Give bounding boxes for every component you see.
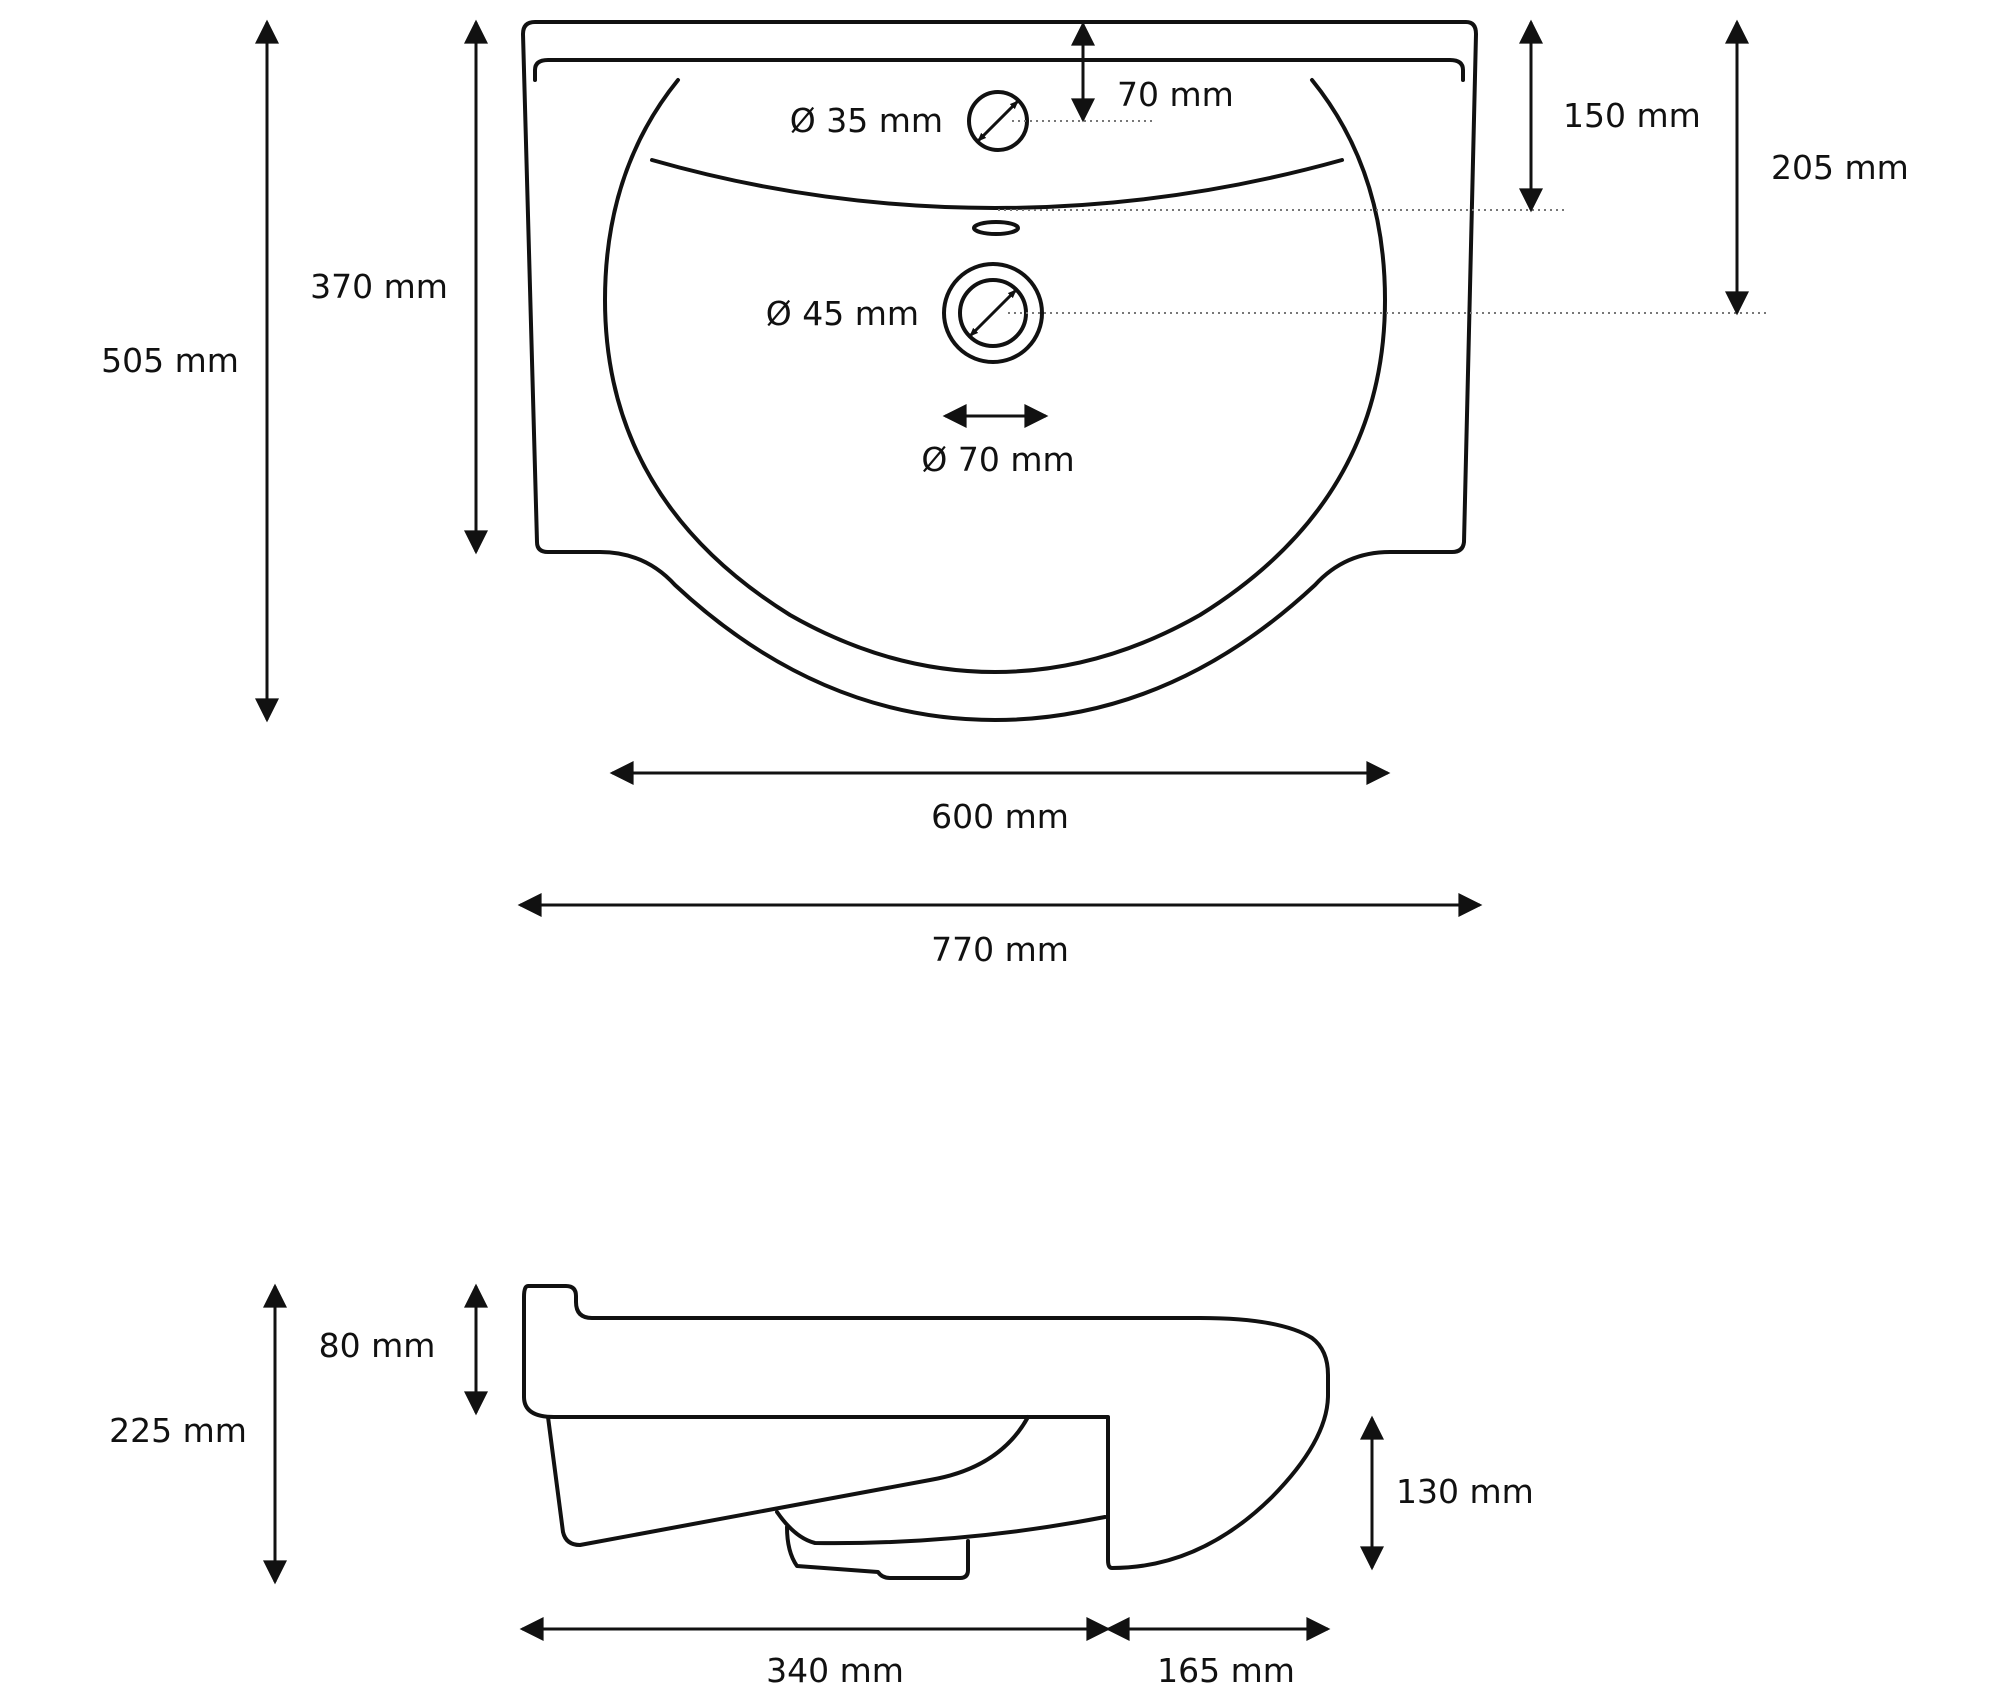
drain-outer <box>942 262 1044 364</box>
bowl-length-label: 340 mm <box>766 1651 904 1690</box>
front-drop-label: 130 mm <box>1396 1472 1534 1511</box>
drain-diameter-arrow <box>968 288 1018 338</box>
total-height-label: 225 mm <box>109 1411 247 1450</box>
bowl-back-edge <box>650 158 1344 210</box>
tap-hole-diameter-arrow <box>976 99 1020 143</box>
side-bowl-bottom <box>546 1415 1030 1547</box>
drain-offset-label: 205 mm <box>1771 148 1909 187</box>
overflow-width-label: Ø 70 mm <box>921 440 1074 479</box>
basin-outline <box>521 20 1478 722</box>
bowl-width-label: 600 mm <box>931 797 1069 836</box>
overall-height-label: 505 mm <box>101 341 239 380</box>
top-view: 505 mm 370 mm 70 mm Ø 35 mm 150 mm 205 m… <box>101 19 1909 969</box>
side-view: 80 mm 225 mm 130 mm 340 mm 165 mm <box>109 1283 1534 1690</box>
tap-hole-inset-label: 70 mm <box>1117 75 1234 114</box>
side-drain-curve <box>775 1510 1107 1546</box>
bowl-rim <box>603 78 1387 674</box>
side-drain-pipe <box>785 1525 970 1580</box>
drain-diameter-label: Ø 45 mm <box>766 294 919 333</box>
front-length-label: 165 mm <box>1157 1651 1295 1690</box>
bowl-depth-label: 370 mm <box>310 267 448 306</box>
overall-width-label: 770 mm <box>931 930 1069 969</box>
overflow-slot <box>972 220 1020 236</box>
back-ledge <box>533 58 1465 82</box>
side-outline <box>522 1284 1330 1570</box>
rim-height-label: 80 mm <box>319 1326 436 1365</box>
tap-hole-diameter-label: Ø 35 mm <box>790 101 943 140</box>
tap-hole <box>967 90 1029 152</box>
tap-hole-offset-label: 150 mm <box>1563 96 1701 135</box>
